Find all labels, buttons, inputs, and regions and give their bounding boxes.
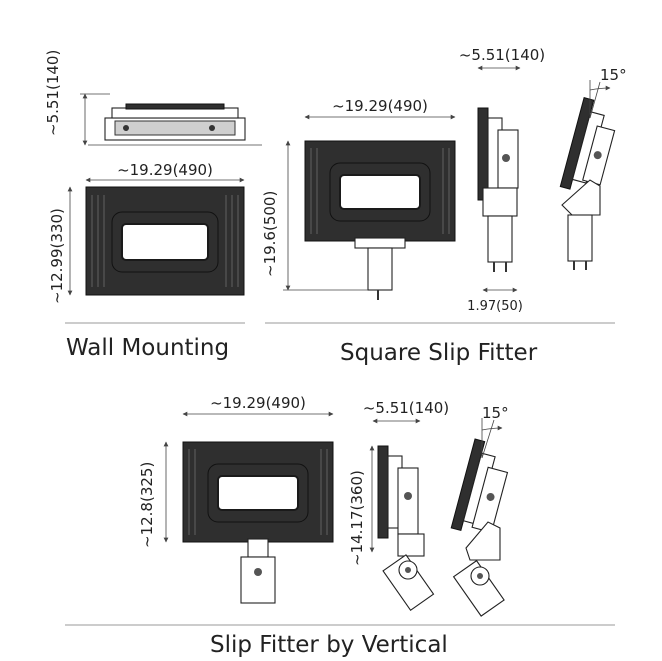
- square-slip-fitter-caption: Square Slip Fitter: [340, 340, 538, 366]
- vertical-side-view: [377, 445, 435, 611]
- square-side-depth-label: ~5.51(140): [459, 46, 545, 64]
- vertical-angle-label: 15°: [482, 404, 509, 422]
- vertical-slip-fitter-section: ~19.29(490) ~12.8(325) ~5.51(140): [65, 394, 615, 658]
- wall-width-label: ~19.29(490): [117, 161, 213, 179]
- vertical-side-height-label: ~14.17(360): [348, 470, 366, 566]
- vertical-tilt-bracket: [465, 521, 501, 561]
- wall-front-view: [85, 186, 245, 296]
- square-width-label: ~19.29(490): [332, 97, 428, 115]
- vertical-tilted-view: [450, 438, 509, 534]
- vertical-slip-fitter-caption: Slip Fitter by Vertical: [210, 632, 448, 658]
- square-height-label: ~19.6(500): [261, 191, 279, 277]
- vertical-height-label: ~12.8(325): [138, 462, 156, 548]
- vertical-width-label: ~19.29(490): [210, 394, 306, 412]
- wall-mounting-section: ~5.51(140) ~19.29(490) ~12.99(330) Wall …: [44, 50, 262, 361]
- square-tilted-view: [559, 97, 616, 190]
- vertical-front-view: [182, 441, 334, 604]
- wall-side-view: [88, 103, 262, 146]
- square-side-view: [477, 107, 519, 272]
- square-pole-label: 1.97(50): [467, 299, 523, 314]
- wall-side-depth-label: ~5.51(140): [44, 50, 62, 136]
- wall-mounting-caption: Wall Mounting: [66, 335, 229, 361]
- square-tilt-bracket: [561, 179, 601, 216]
- square-front-view: [304, 140, 456, 300]
- square-angle-label: 15°: [600, 66, 627, 84]
- square-slip-fitter-section: ~19.29(490) ~19.6(500) ~5.51(140): [261, 46, 627, 366]
- wall-height-label: ~12.99(330): [48, 208, 66, 304]
- vertical-side-depth-label: ~5.51(140): [363, 399, 449, 417]
